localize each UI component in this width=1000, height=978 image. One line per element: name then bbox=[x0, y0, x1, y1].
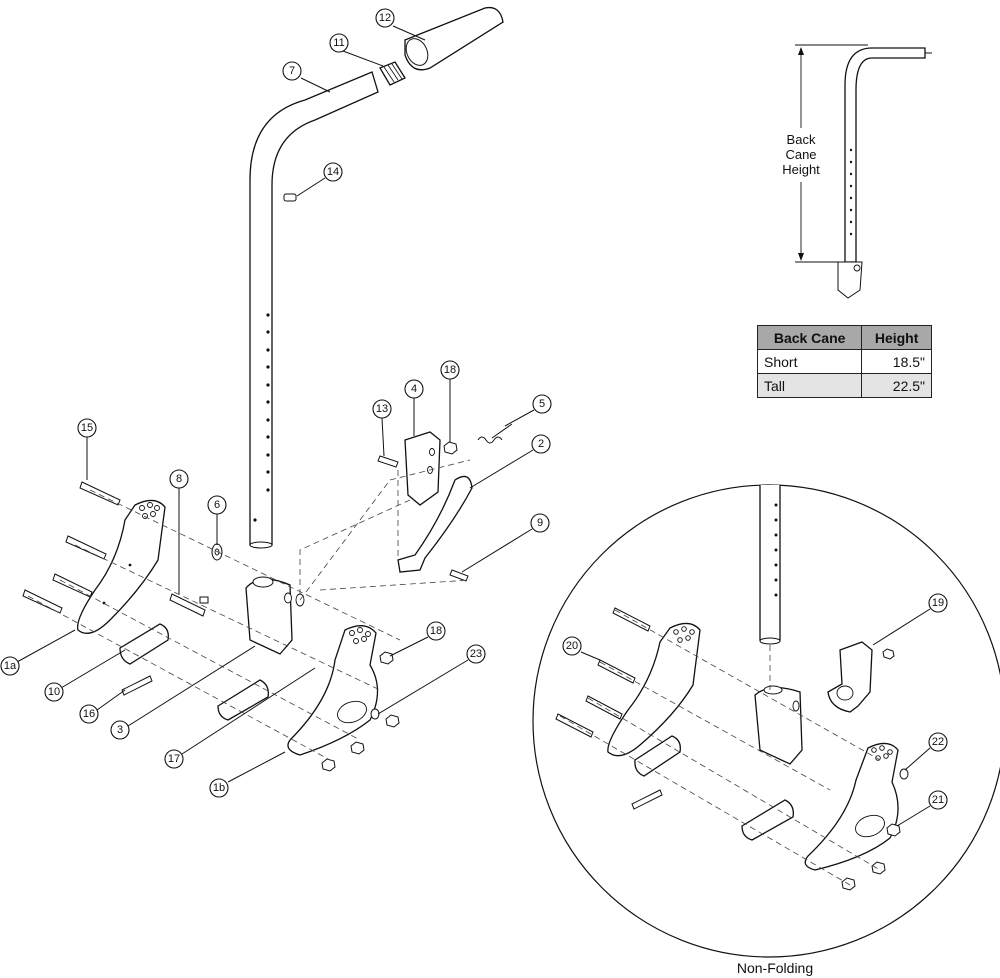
spacer-17 bbox=[217, 679, 269, 721]
svg-text:7: 7 bbox=[289, 65, 295, 77]
callout-21: 21 bbox=[928, 790, 948, 810]
callout-9: 9 bbox=[530, 513, 550, 533]
table-cell-name: Short bbox=[756, 349, 863, 374]
callout-5: 5 bbox=[532, 394, 552, 414]
svg-text:16: 16 bbox=[83, 708, 95, 720]
callout-10: 10 bbox=[44, 682, 64, 702]
table-header-height: Height bbox=[861, 325, 932, 350]
non-folding-caption: Non-Folding bbox=[736, 960, 814, 976]
callout-18-top: 18 bbox=[440, 360, 460, 380]
washer-23 bbox=[370, 708, 380, 720]
svg-text:23: 23 bbox=[470, 648, 482, 660]
callout-23: 23 bbox=[466, 644, 486, 664]
svg-text:4: 4 bbox=[411, 383, 417, 395]
svg-text:15: 15 bbox=[81, 422, 93, 434]
callout-14: 14 bbox=[323, 162, 343, 182]
receiver-bracket bbox=[245, 576, 305, 655]
callout-11: 11 bbox=[329, 33, 349, 53]
svg-text:2: 2 bbox=[538, 438, 544, 450]
svg-text:14: 14 bbox=[327, 166, 339, 178]
table-header-back-cane: Back Cane bbox=[756, 325, 863, 350]
callout-22: 22 bbox=[928, 732, 948, 752]
callout-8: 8 bbox=[169, 469, 189, 489]
table-row: Tall 22.5" bbox=[756, 373, 932, 398]
spring bbox=[477, 423, 513, 444]
svg-text:5: 5 bbox=[539, 398, 545, 410]
latch-housing bbox=[404, 431, 441, 506]
svg-text:1b: 1b bbox=[213, 782, 225, 794]
dimension-label-line-2: Cane bbox=[785, 147, 816, 162]
callout-2: 2 bbox=[531, 434, 551, 454]
callout-4: 4 bbox=[404, 379, 424, 399]
latch-lever bbox=[397, 475, 473, 573]
callout-13: 13 bbox=[372, 399, 392, 419]
callout-1a: 1a bbox=[0, 656, 20, 676]
svg-text:21: 21 bbox=[932, 794, 944, 806]
side-plate-1b bbox=[287, 625, 379, 756]
table-cell-name: Tall bbox=[756, 373, 863, 398]
svg-text:8: 8 bbox=[176, 473, 182, 485]
callout-1b: 1b bbox=[209, 778, 229, 798]
inset-back-cane: Back Cane Height bbox=[782, 44, 932, 299]
dimension-label-line-1: Back bbox=[787, 132, 816, 147]
svg-text:18: 18 bbox=[430, 625, 442, 637]
svg-text:1a: 1a bbox=[4, 660, 17, 672]
back-cane-height-table: Back Cane Height Short 18.5" Tall 22.5" bbox=[756, 325, 932, 398]
callout-7: 7 bbox=[282, 61, 302, 81]
callout-20: 20 bbox=[562, 636, 582, 656]
callout-17: 17 bbox=[164, 749, 184, 769]
table-header-row: Back Cane Height bbox=[756, 325, 932, 350]
table-cell-value: 22.5" bbox=[861, 373, 932, 398]
alignment-lines bbox=[27, 459, 471, 761]
callout-6: 6 bbox=[207, 495, 227, 515]
svg-text:3: 3 bbox=[117, 724, 123, 736]
svg-text:9: 9 bbox=[537, 517, 543, 529]
callout-3: 3 bbox=[110, 720, 130, 740]
nuts bbox=[321, 441, 458, 772]
callout-16: 16 bbox=[79, 704, 99, 724]
svg-text:10: 10 bbox=[48, 686, 60, 698]
svg-text:19: 19 bbox=[932, 597, 944, 609]
pin-13 bbox=[377, 455, 399, 468]
table-cell-value: 18.5" bbox=[861, 349, 932, 374]
callout-15: 15 bbox=[77, 418, 97, 438]
dimension-label-line-3: Height bbox=[782, 162, 820, 177]
pin-9 bbox=[449, 569, 469, 582]
callouts: 1a 10 16 3 17 1b 8 6 15 7 11 12 14 13 4 … bbox=[0, 8, 948, 810]
screw-14 bbox=[283, 193, 297, 202]
non-folding-detail bbox=[532, 484, 1000, 958]
pin-8 bbox=[169, 593, 206, 617]
svg-text:12: 12 bbox=[379, 12, 391, 24]
svg-text:18: 18 bbox=[444, 364, 456, 376]
callout-18-lower: 18 bbox=[426, 621, 446, 641]
svg-text:17: 17 bbox=[168, 753, 180, 765]
screw-16 bbox=[121, 675, 153, 696]
svg-text:6: 6 bbox=[214, 499, 220, 511]
callout-12: 12 bbox=[375, 8, 395, 28]
callout-19: 19 bbox=[928, 593, 948, 613]
svg-text:13: 13 bbox=[376, 403, 388, 415]
svg-text:22: 22 bbox=[932, 736, 944, 748]
svg-text:11: 11 bbox=[333, 37, 344, 49]
handle-grip bbox=[404, 6, 504, 71]
table-row: Short 18.5" bbox=[756, 349, 932, 374]
svg-text:20: 20 bbox=[566, 640, 578, 652]
leader-lines bbox=[16, 25, 931, 827]
back-cane-tube bbox=[249, 71, 379, 549]
end-plug bbox=[379, 61, 406, 86]
spacer-10 bbox=[119, 623, 169, 665]
